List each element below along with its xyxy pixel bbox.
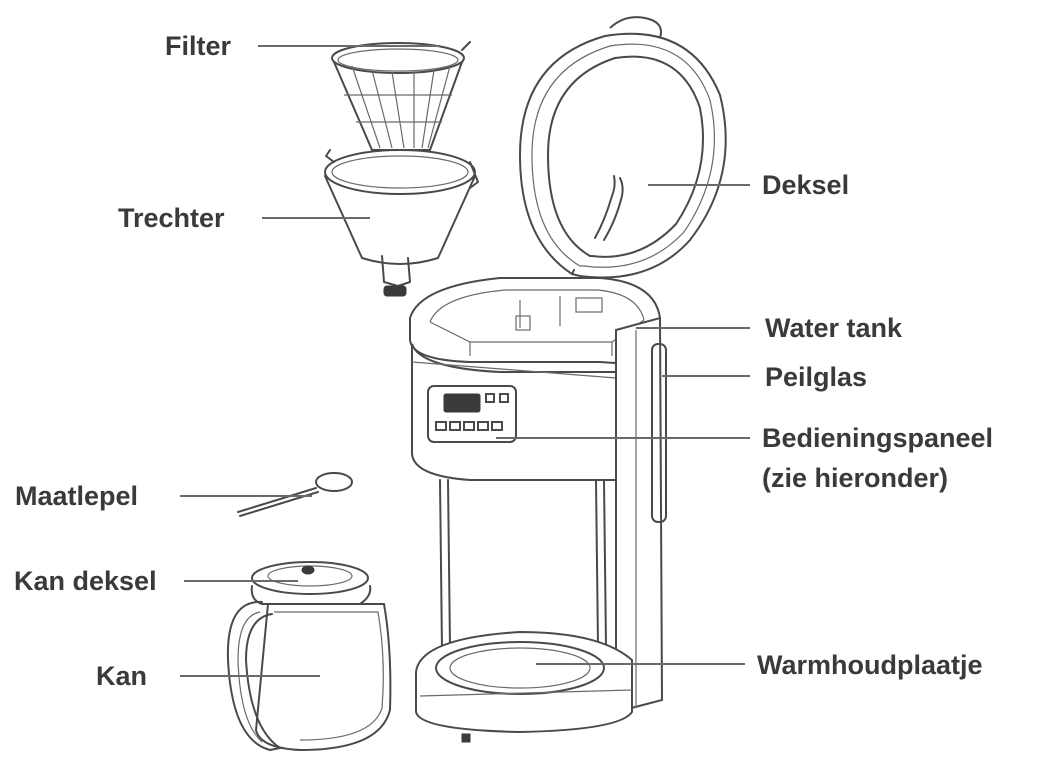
funnel — [324, 149, 479, 297]
label-maatlepel: Maatlepel — [15, 481, 139, 511]
label-kan: Kan — [96, 661, 148, 691]
filter-basket — [331, 41, 471, 151]
label-bedieningspaneel-note: (zie hieronder) — [762, 463, 949, 493]
lid — [519, 16, 727, 279]
label-trechter: Trechter — [118, 203, 225, 233]
label-filter: Filter — [165, 31, 232, 61]
leader-lines — [180, 45, 750, 677]
measuring-scoop — [237, 472, 353, 517]
label-kan-deksel: Kan deksel — [14, 566, 157, 596]
label-bedieningspaneel: Bedieningspaneel — [762, 423, 994, 453]
label-water-tank: Water tank — [765, 313, 903, 343]
carafe — [226, 561, 392, 752]
machine-body — [409, 277, 667, 743]
label-deksel: Deksel — [762, 170, 850, 200]
label-warmhoudplaatje: Warmhoudplaatje — [757, 650, 983, 680]
label-peilglas: Peilglas — [765, 362, 868, 392]
